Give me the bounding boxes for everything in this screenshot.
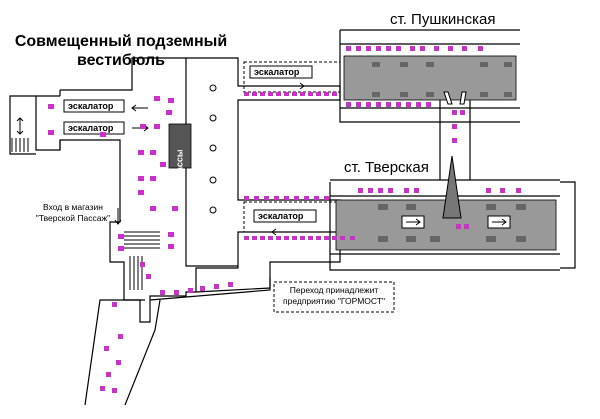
escalator-label-mid: эскалатор	[258, 211, 304, 221]
stairs-icon	[11, 138, 160, 290]
escalator-box-mid	[253, 209, 317, 223]
kassy-label: кассы	[169, 141, 191, 185]
escalator-box-top	[249, 65, 313, 79]
station-label-pushkinskaya: ст. Пушкинская	[390, 11, 496, 28]
kassy-block	[168, 123, 192, 169]
station-columns	[372, 62, 526, 242]
passage-outline	[195, 232, 341, 293]
kassy-text: кассы	[175, 149, 185, 177]
tverskaya-tube	[329, 179, 560, 271]
connector-doors	[443, 91, 467, 105]
vestibule-title: Совмещенный подземный вестибюль	[14, 33, 228, 69]
station-label-tverskaya: ст. Тверская	[344, 159, 429, 176]
tverskaya-exit	[560, 181, 576, 269]
escalator-label-left-1: эскалатор	[68, 101, 114, 111]
pushkinskaya-tube	[339, 29, 520, 123]
connecting-passage	[439, 91, 471, 180]
shop-entrance-label: Вход в магазин "Тверской Пассаж"	[35, 202, 111, 223]
magenta-square-marker	[48, 46, 521, 393]
hall-columns	[209, 84, 217, 214]
bottom-passage	[84, 278, 271, 406]
escalator-box-left-1	[63, 99, 125, 113]
passage-note-frame	[273, 281, 395, 313]
escalator-label-top: эскалатор	[254, 67, 300, 77]
tverskaya-spindle	[442, 155, 462, 219]
escalator-label-left-2: эскалатор	[68, 123, 114, 133]
passage-note-label: Переход принадлежит предприятию "ГОРМОСТ…	[283, 285, 385, 306]
left-corridor	[36, 90, 61, 150]
escalator-enclosure-top	[243, 61, 341, 93]
escalator-box-left-2	[63, 121, 125, 135]
